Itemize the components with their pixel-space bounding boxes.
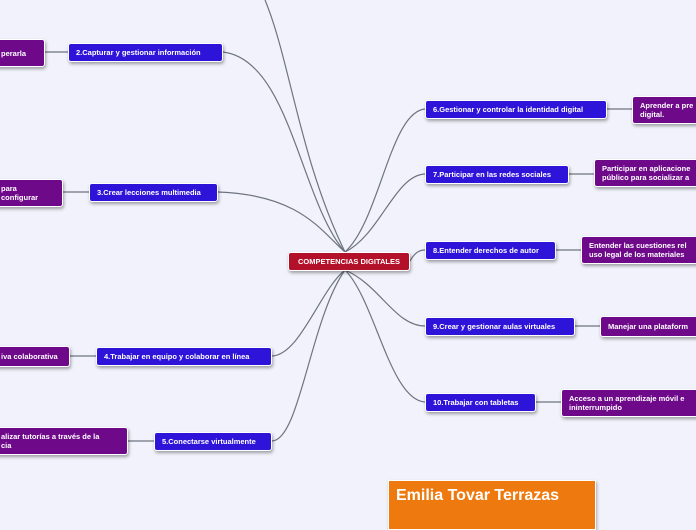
connector-topic-4 (271, 269, 346, 357)
leaf-capturar[interactable]: perarla (0, 39, 45, 67)
topic-crear-aulas-virtuales[interactable]: 9.Crear y gestionar aulas virtuales (425, 317, 575, 336)
connector-topic-3 (217, 191, 346, 253)
topic-crear-lecciones-multimedia[interactable]: 3.Crear lecciones multimedia (89, 183, 218, 202)
author-name: Emilia Tovar Terrazas (396, 487, 560, 504)
topic-label: 4.Trabajar en equipo y colaborar en líne… (104, 352, 250, 361)
leaf-label: Aprender a pre digital. (640, 101, 694, 119)
topic-label: 10.Trabajar con tabletas (433, 398, 519, 407)
leaf-label: iva colaborativa (1, 352, 58, 361)
topic-label: 5.Conectarse virtualmente (162, 437, 256, 446)
leaf-tutorias[interactable]: alizar tutorías a través de la cia (0, 427, 128, 455)
leaf-tabletas[interactable]: Acceso a un aprendizaje móvil e ininterr… (561, 389, 696, 417)
topic-label: 6.Gestionar y controlar la identidad dig… (433, 105, 584, 114)
leaf-aulas-virtuales[interactable]: Manejar una plataform (600, 316, 696, 337)
leaf-identidad-digital[interactable]: Aprender a pre digital. (632, 96, 696, 124)
topic-entender-derechos-autor[interactable]: 8.Entender derechos de autor (425, 241, 556, 260)
author-box[interactable]: Emilia Tovar Terrazas (388, 480, 596, 530)
topic-label: 3.Crear lecciones multimedia (97, 188, 201, 197)
leaf-label: perarla (1, 48, 27, 58)
leaf-label: Manejar una plataform (608, 322, 689, 331)
connector-topic-5 (271, 269, 346, 442)
leaf-label: alizar tutorías a través de la cia (1, 432, 100, 450)
topic-label: 8.Entender derechos de autor (433, 246, 539, 255)
leaf-label: para configurar (1, 184, 39, 202)
connector-topic-8 (409, 249, 426, 262)
connector-topic-9 (344, 269, 426, 327)
central-topic[interactable]: COMPETENCIAS DIGITALES (288, 252, 410, 271)
leaf-derechos-autor[interactable]: Entender las cuestiones rel uso legal de… (581, 236, 696, 264)
topic-conectarse-virtualmente[interactable]: 5.Conectarse virtualmente (154, 432, 272, 451)
connector-topic-2 (222, 51, 346, 253)
topic-gestionar-identidad-digital[interactable]: 6.Gestionar y controlar la identidad dig… (425, 100, 607, 119)
leaf-label: Acceso a un aprendizaje móvil e ininterr… (569, 394, 685, 412)
topic-capturar-gestionar-informacion[interactable]: 2.Capturar y gestionar información (68, 43, 223, 62)
connector-topic-6 (344, 108, 426, 253)
topic-label: 9.Crear y gestionar aulas virtuales (433, 322, 556, 331)
leaf-label: Participar en aplicacione público para s… (602, 164, 691, 182)
connector-top (264, 0, 346, 253)
connector-topic-7 (344, 173, 426, 253)
leaf-colaborativa[interactable]: iva colaborativa (0, 346, 70, 367)
central-topic-label: COMPETENCIAS DIGITALES (298, 257, 400, 266)
leaf-lecciones[interactable]: para configurar (0, 179, 63, 207)
leaf-redes-sociales[interactable]: Participar en aplicacione público para s… (594, 159, 696, 187)
connector-topic-10 (344, 269, 426, 403)
topic-trabajar-en-equipo[interactable]: 4.Trabajar en equipo y colaborar en líne… (96, 347, 272, 366)
topic-participar-redes-sociales[interactable]: 7.Participar en las redes sociales (425, 165, 569, 184)
leaf-label: Entender las cuestiones rel uso legal de… (589, 241, 687, 259)
topic-label: 2.Capturar y gestionar información (76, 48, 201, 57)
topic-trabajar-con-tabletas[interactable]: 10.Trabajar con tabletas (425, 393, 536, 412)
topic-label: 7.Participar en las redes sociales (433, 170, 551, 179)
